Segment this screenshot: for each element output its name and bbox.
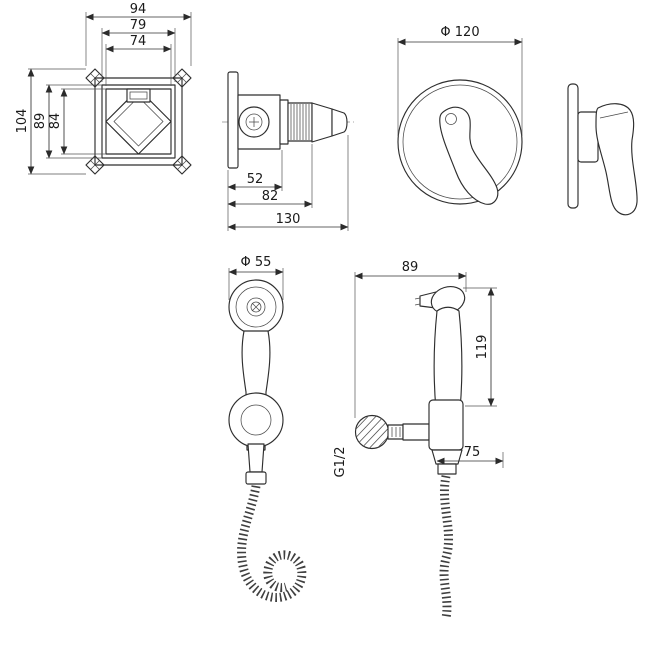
holder-sprayer-body [433, 306, 463, 411]
holder-arm [402, 423, 430, 441]
sprayer-screw-cross [251, 302, 261, 312]
plaster-guard-outer [105, 88, 172, 155]
outlet-nut [431, 449, 463, 465]
plaster-guard-inner [113, 96, 164, 147]
valve-flange [227, 71, 239, 169]
faceplate-circle-inner [402, 84, 518, 200]
dims-faceplate: Φ 120 [397, 25, 523, 136]
view-mounting-box-front [85, 68, 192, 175]
view-valve-body-side [222, 71, 354, 169]
extension-lines-sprayer [228, 268, 284, 300]
dim-label-height-outer: 104 [15, 109, 30, 134]
faceplate-side-plate [567, 83, 579, 209]
faceplate-circle [397, 79, 523, 205]
flange-thread-stub [387, 424, 404, 440]
dim-label-height-mid: 89 [33, 113, 48, 130]
box-outer-frame [94, 77, 183, 166]
holder-sprayer-spout-tip [414, 297, 421, 306]
valve-collar [279, 99, 289, 145]
view-faceplate-front [397, 79, 523, 205]
box-top-niche [126, 88, 151, 103]
dims-mounting-box: 94 79 74 104 89 84 [15, 2, 192, 175]
box-mid-frame [101, 84, 176, 159]
hose-connector-nut [245, 471, 267, 485]
corner-screw-crosses [90, 73, 187, 170]
shower-hose-right [439, 475, 453, 619]
dim-label-total-depth: 130 [276, 212, 301, 227]
dim-label-sprayer-diameter: Φ 55 [241, 255, 272, 270]
valve-nose [311, 102, 333, 143]
view-holder-assembly [354, 285, 466, 619]
valve-body [237, 94, 281, 150]
dim-label-mid-depth: 82 [262, 189, 279, 204]
faceplate-side-cylinder [577, 111, 599, 163]
valve-port-cross [249, 117, 259, 127]
flange-thread-lines [391, 427, 401, 437]
shower-hose-left [237, 485, 307, 602]
box-top-niche-inner [129, 91, 148, 100]
lever-side-detail [599, 111, 629, 119]
extension-lines-faceplate [397, 38, 523, 136]
dim-label-holder-width: 89 [402, 260, 419, 275]
extension-lines-left [28, 68, 106, 175]
dim-label-height-inner: 84 [48, 113, 63, 130]
sprayer-screw [250, 301, 262, 313]
thread-size-label: G1/2 [333, 447, 348, 478]
lever-handle-side [595, 103, 638, 216]
sprayer-head-hub [246, 297, 266, 317]
dim-label-holder-height: 119 [475, 335, 490, 360]
holder-ring-outer [228, 392, 284, 448]
dims-valve-body: 52 82 130 [227, 135, 349, 231]
dim-label-port-depth: 52 [247, 172, 264, 187]
sprayer-handle-bottom [247, 443, 265, 473]
dims-holder-assembly: 89 119 75 G1/2 [333, 260, 504, 478]
valve-port-inner [245, 113, 263, 131]
dim-label-width-mid: 79 [130, 18, 147, 33]
view-sprayer [228, 279, 307, 602]
valve-thread-ribs [290, 104, 310, 140]
view-faceplate-side [567, 83, 638, 216]
holder-ring-inner [240, 404, 272, 436]
dims-sprayer: Φ 55 [228, 255, 284, 300]
dim-label-faceplate-diameter: Φ 120 [440, 25, 479, 40]
holder-cup [428, 399, 464, 451]
dim-label-width-outer: 94 [130, 2, 147, 17]
dim-label-width-inner: 74 [130, 34, 147, 49]
sprayer-head-ring [235, 286, 277, 328]
valve-port-outer [238, 106, 270, 138]
lever-handle-front [439, 106, 499, 205]
outlet-stub [437, 463, 457, 475]
dim-label-outlet-offset: 75 [464, 445, 481, 460]
lever-screw [445, 113, 457, 125]
valve-nose-tip [331, 108, 348, 137]
